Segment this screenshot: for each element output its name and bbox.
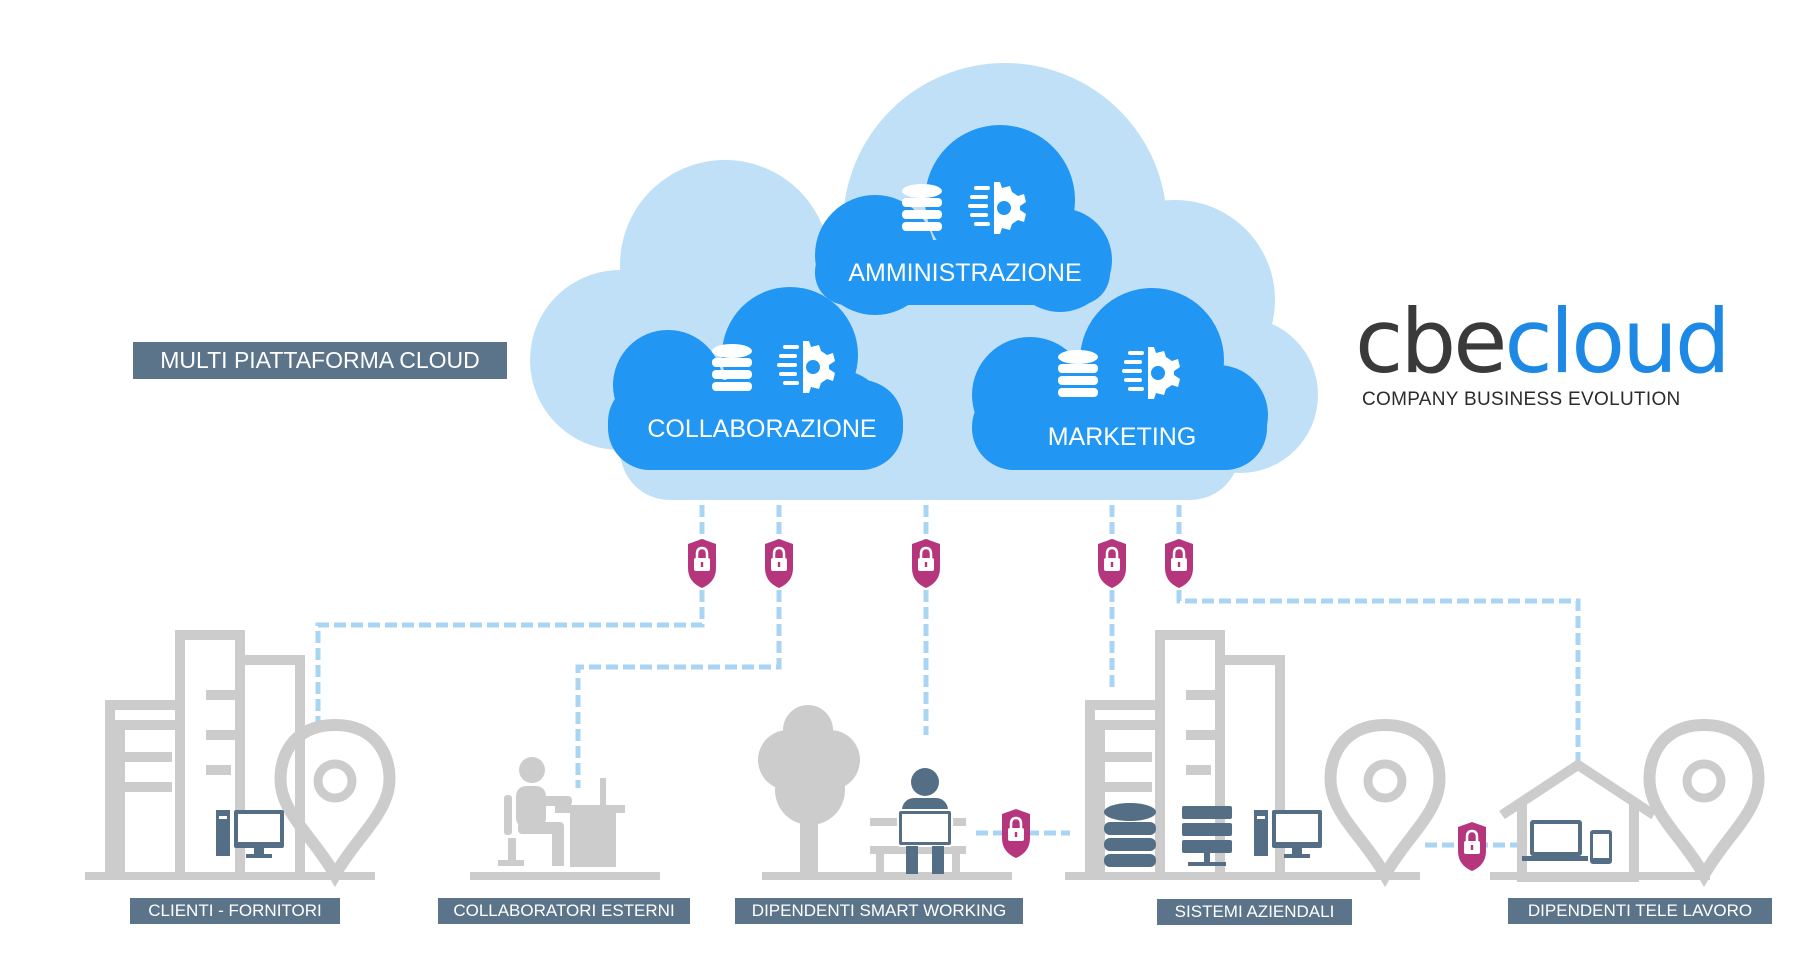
cloud-amministrazione[interactable]: AMMINISTRAZIONE [815,125,1112,315]
cloud-label-marketing: MARKETING [1048,423,1197,451]
lock-icon [1163,537,1195,590]
cloud-marketing[interactable]: MARKETING [972,288,1268,470]
building-icon [105,630,305,877]
node-smart-working[interactable] [758,705,1012,880]
cloud-collaborazione[interactable]: COLLABORAZIONE [608,287,903,470]
label-clienti-fornitori: CLIENTI - FORNITORI [130,898,340,924]
database-icon [1104,803,1156,867]
logo-cloud: cloud [1504,290,1730,393]
node-sistemi-aziendali[interactable] [1065,630,1440,880]
lock-icon [763,537,795,590]
node-tele-lavoro[interactable] [1490,725,1759,882]
desktop-icon [216,810,284,858]
logo-cbe: cbe [1355,290,1507,393]
tree-icon [758,705,1012,880]
label-smart-working: DIPENDENTI SMART WORKING [735,898,1023,924]
laptop-icon [870,768,966,874]
label-sistemi-aziendali: SISTEMI AZIENDALI [1157,899,1352,925]
desktop-icon [1254,810,1322,858]
logo-tagline: COMPANY BUSINESS EVOLUTION [1362,389,1681,410]
worker-icon [470,757,660,880]
building-icon [1085,630,1285,877]
node-collaboratori-esterni[interactable] [470,757,660,880]
lock-icon [910,537,942,590]
cloud-label-collaborazione: COLLABORAZIONE [647,415,876,443]
cloud-label-amministrazione: AMMINISTRAZIONE [848,259,1081,287]
logo-wordmark: cbecloud [1355,290,1731,393]
lock-icon [686,537,718,590]
lock-icon [1000,807,1032,860]
label-tele-lavoro: DIPENDENTI TELE LAVORO [1508,898,1772,924]
lock-icon [1456,820,1488,873]
label-multi-piattaforma: MULTI PIATTAFORMA CLOUD [133,342,507,379]
node-clienti-fornitori[interactable] [85,630,389,880]
server-icon [1182,806,1232,866]
map-pin-icon [1650,725,1759,875]
cbecloud-logo: cbecloud COMPANY BUSINESS EVOLUTION [1355,292,1731,422]
lock-icon [1096,537,1128,590]
label-collaboratori-esterni: COLLABORATORI ESTERNI [438,898,690,924]
map-pin-icon [1331,725,1440,875]
